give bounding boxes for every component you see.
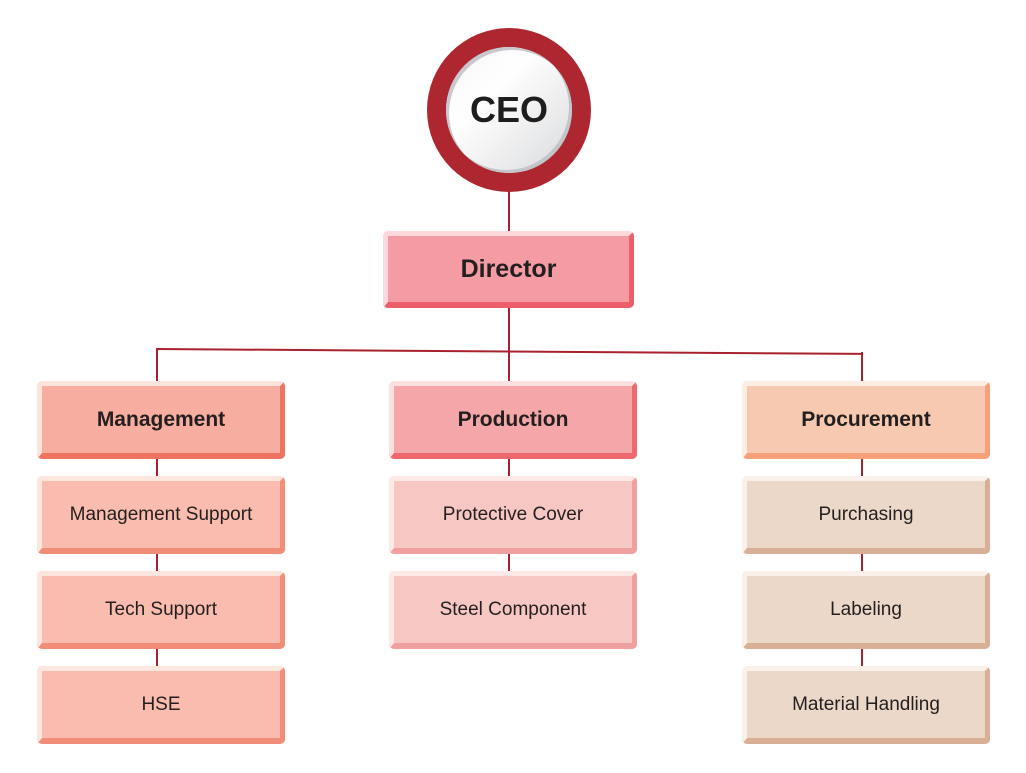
connector-procurement (861, 352, 863, 382)
director-node: Director (383, 231, 634, 308)
connector-ceo-director (508, 190, 510, 232)
connector-management-column (156, 458, 158, 668)
ceo-node: CEO (427, 28, 591, 192)
unit-material-handling: Material Handling (742, 666, 990, 744)
ceo-label: CEO (446, 47, 572, 173)
unit-steel-component: Steel Component (389, 571, 637, 649)
unit-labeling: Labeling (742, 571, 990, 649)
unit-hse: HSE (37, 666, 285, 744)
connector-management (156, 348, 158, 382)
unit-purchasing: Purchasing (742, 476, 990, 554)
connector-procurement-column (861, 458, 863, 668)
department-production: Production (389, 381, 637, 459)
unit-management-support: Management Support (37, 476, 285, 554)
connector-director-down (508, 306, 510, 382)
unit-tech-support: Tech Support (37, 571, 285, 649)
department-management: Management (37, 381, 285, 459)
unit-protective-cover: Protective Cover (389, 476, 637, 554)
department-procurement: Procurement (742, 381, 990, 459)
